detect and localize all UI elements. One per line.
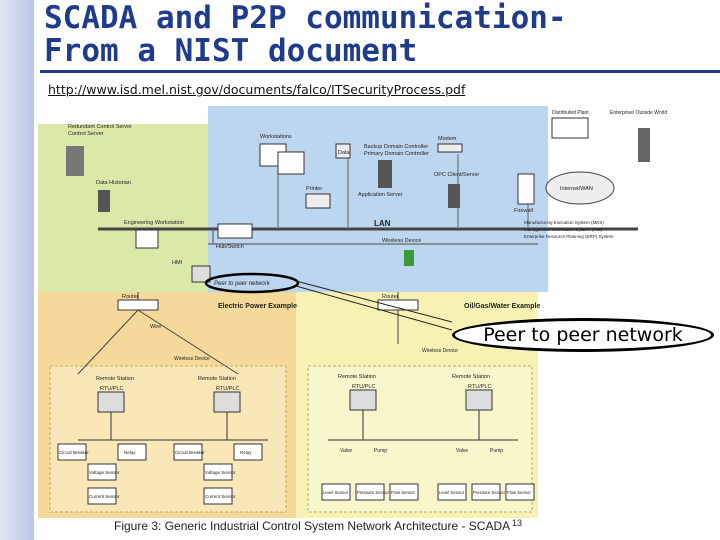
enterprise-tower-icon (638, 128, 650, 162)
label-rtu-plc-4: RTU/PLC (468, 384, 491, 390)
callout-leader-1 (295, 280, 453, 323)
hmi-icon (191, 265, 211, 283)
label-redundant-control-server: Redundant Control Server (68, 124, 132, 130)
label-distributed-plant: Distributed Plant (552, 110, 589, 116)
label-peer-to-peer-small: Peer to peer network (214, 281, 271, 287)
rtu-oilgas-2-icon (465, 389, 493, 411)
label-voltage-sensor-2: Voltage Sensor (205, 470, 236, 475)
label-wireless-device: Wireless Device (382, 238, 421, 244)
label-level-sensor-2: Level Sensor (439, 490, 465, 495)
label-rtu-plc-1: RTU/PLC (100, 386, 123, 392)
router-electric-icon (117, 299, 159, 311)
electric-inner-zone (49, 365, 287, 513)
label-wireless-device-oilgas: Wireless Device (422, 348, 458, 354)
label-modem: Modem (438, 136, 457, 142)
label-electric-power-example: Electric Power Example (218, 303, 297, 310)
label-backup-domain-controller: Backup Domain Controller (364, 144, 428, 150)
label-relay-1: Relay (124, 450, 136, 455)
data-historian-icon (98, 190, 110, 212)
label-erp: Enterprise Resource Planning (ERP) Syste… (524, 234, 614, 239)
label-current-sensor-2: Current Sensor (205, 494, 236, 499)
label-voltage-sensor-1: Voltage Sensor (89, 470, 120, 475)
distributed-plant-icon (551, 117, 589, 139)
label-pressure-sensor-1: Pressure Sensor (357, 490, 390, 495)
label-workstations: Workstations (260, 134, 292, 140)
rtu-electric-2-icon (213, 391, 241, 413)
label-current-sensor-1: Current Sensor (89, 494, 120, 499)
rtu-electric-1-icon (97, 391, 125, 413)
label-flow-sensor-1: Flow Sensor (391, 490, 415, 495)
label-lan: LAN (374, 219, 391, 228)
peer-to-peer-callout: Peer to peer network (452, 318, 714, 352)
label-data-historian: Data Historian (96, 180, 131, 186)
slide-sidebar (0, 0, 34, 540)
engineering-workstation-icon (135, 229, 159, 249)
title-rule (40, 70, 720, 73)
label-remote-station-4: Remote Station (452, 374, 490, 380)
label-data: Data (338, 150, 351, 156)
callout-leader-2 (295, 285, 453, 331)
label-valve-2: Valve (456, 448, 468, 454)
title-line-1: SCADA and P2P communication- (44, 0, 567, 36)
label-circuit-breaker-2: Circuit Breaker (175, 450, 205, 455)
label-printer: Printer (306, 186, 322, 192)
p2p-highlight-ellipse (204, 272, 300, 294)
opc-server-icon (448, 184, 460, 208)
data-server-icon (335, 143, 351, 159)
title-line-2: From a NIST document (44, 33, 418, 69)
firewall-icon (517, 173, 535, 205)
label-relay-2: Relay (240, 450, 252, 455)
label-wireless-device-field: Wireless Device (174, 356, 210, 362)
label-remote-station-3: Remote Station (338, 374, 376, 380)
callout-text: Peer to peer network (483, 324, 683, 346)
label-mes: Manufacturing Execution System (MES) (524, 220, 604, 225)
label-oil-gas-water-example: Oil/Gas/Water Example (464, 303, 540, 310)
label-primary-domain-controller: Primary Domain Controller (364, 151, 429, 157)
scada-diagram: Redundant Control Server Control Server … (38, 106, 698, 518)
hub-switch-icon (217, 223, 253, 239)
control-center-zone (38, 124, 208, 292)
label-flow-sensor-2: Flow Sensor (507, 490, 531, 495)
workstation-2-icon (277, 151, 305, 175)
application-server-icon (378, 160, 392, 188)
label-application-server: Application Server (358, 192, 403, 198)
label-router-oilgas: Router (382, 294, 399, 300)
source-url-link[interactable]: http://www.isd.mel.nist.gov/documents/fa… (48, 82, 466, 97)
label-engineering-workstation: Engineering Workstation (124, 220, 184, 226)
control-server-icon (66, 146, 84, 176)
modem-icon (437, 143, 463, 153)
label-rtu-plc-2: RTU/PLC (216, 386, 239, 392)
label-internet-wan: Internet/WAN (560, 186, 593, 192)
wireless-device-icon (404, 250, 414, 266)
corporate-zone (208, 106, 548, 292)
printer-icon (305, 193, 331, 209)
label-circuit-breaker-1: Circuit Breaker (59, 450, 89, 455)
label-wire: Wire (150, 324, 161, 330)
label-rtu-plc-3: RTU/PLC (352, 384, 375, 390)
label-level-sensor-1: Level Sensor (323, 490, 349, 495)
label-router-electric: Router (122, 294, 139, 300)
slide-title: SCADA and P2P communication- From a NIST… (44, 2, 567, 68)
label-enterprise-outside-world: Enterprise/ Outside World (610, 110, 667, 116)
page-number: 13 (512, 518, 523, 528)
label-control-server: Control Server (68, 131, 104, 137)
label-firewall: Firewall (514, 208, 533, 214)
label-remote-station-2: Remote Station (198, 376, 236, 382)
rtu-oilgas-1-icon (349, 389, 377, 411)
label-opc-client-server: OPC Client/Server (434, 172, 479, 178)
label-pump-2: Pump (490, 448, 503, 454)
label-remote-station-1: Remote Station (96, 376, 134, 382)
label-hmi: HMI (172, 260, 183, 266)
label-hub-switch: Hub/Switch (216, 244, 244, 250)
figure-caption: Figure 3: Generic Industrial Control Sys… (114, 519, 511, 533)
label-pressure-sensor-2: Pressure Sensor (473, 490, 506, 495)
internet-cloud-icon (545, 171, 615, 205)
label-valve-1: Valve (340, 448, 352, 454)
label-mis: Management Information System (MIS) (524, 227, 603, 232)
router-oilgas-icon (377, 299, 419, 311)
label-pump-1: Pump (374, 448, 387, 454)
